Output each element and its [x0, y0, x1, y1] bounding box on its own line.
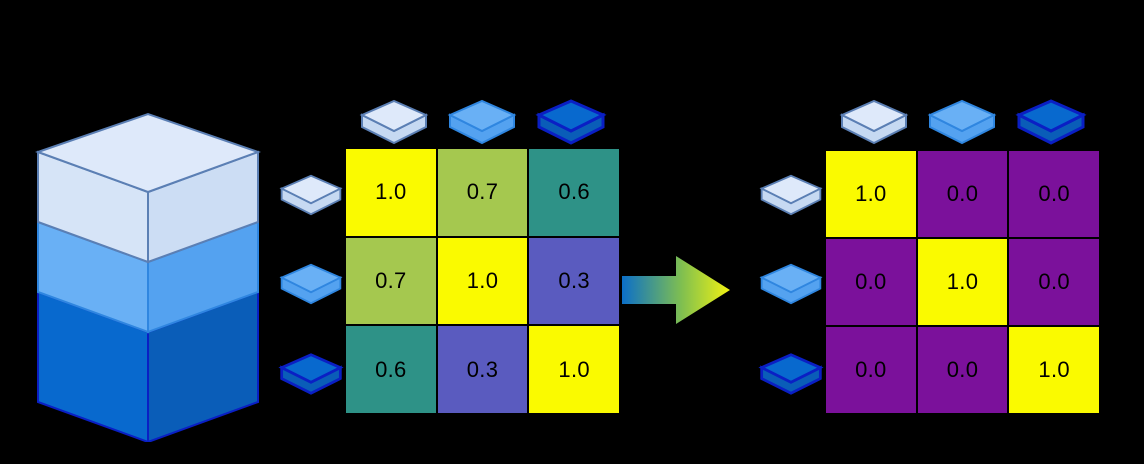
matrix-cell: 1.0	[917, 239, 1008, 325]
matrix-cell: 1.0	[437, 237, 528, 325]
matrix-cell: 1.0	[346, 149, 436, 236]
column-icon-slab-medium-left	[446, 99, 518, 145]
matrix-cell: 0.0	[1009, 239, 1099, 325]
matrix-cell: 0.0	[826, 327, 916, 413]
matrix-cell: 0.0	[917, 151, 1008, 237]
row-icon-slab-medium-left	[278, 262, 344, 306]
column-icon-slab-light-right	[838, 99, 910, 145]
matrix-cell: 0.6	[346, 326, 436, 413]
matrix-cell: 0.7	[437, 149, 528, 236]
column-icon-slab-dark-right	[1015, 99, 1087, 145]
column-icon-slab-medium-right	[926, 99, 998, 145]
matrix-cell: 0.7	[346, 237, 436, 325]
matrix-cell: 0.3	[437, 326, 528, 413]
matrix-cell: 0.3	[529, 237, 619, 325]
matrix-cell: 0.0	[917, 327, 1008, 413]
row-icon-slab-light-left	[278, 173, 344, 217]
stack-segment-light	[35, 112, 261, 264]
stacked-layer-cube	[28, 112, 268, 442]
matrix-cell: 1.0	[529, 326, 619, 413]
matrix-cell: 0.6	[529, 149, 619, 236]
column-icon-slab-light-left	[358, 99, 430, 145]
transform-arrow	[620, 250, 732, 330]
row-icon-slab-dark-right	[758, 352, 824, 396]
matrix-cell: 0.0	[1009, 151, 1099, 237]
stack-segment-dark	[37, 290, 259, 442]
matrix-cell: 1.0	[826, 151, 916, 237]
row-icon-slab-light-right	[758, 173, 824, 217]
matrix-cell: 1.0	[1009, 327, 1099, 413]
row-icon-slab-medium-right	[758, 262, 824, 306]
column-icon-slab-dark-left	[535, 99, 607, 145]
row-icon-slab-dark-left	[278, 352, 344, 396]
matrix-cell: 0.0	[826, 239, 916, 325]
